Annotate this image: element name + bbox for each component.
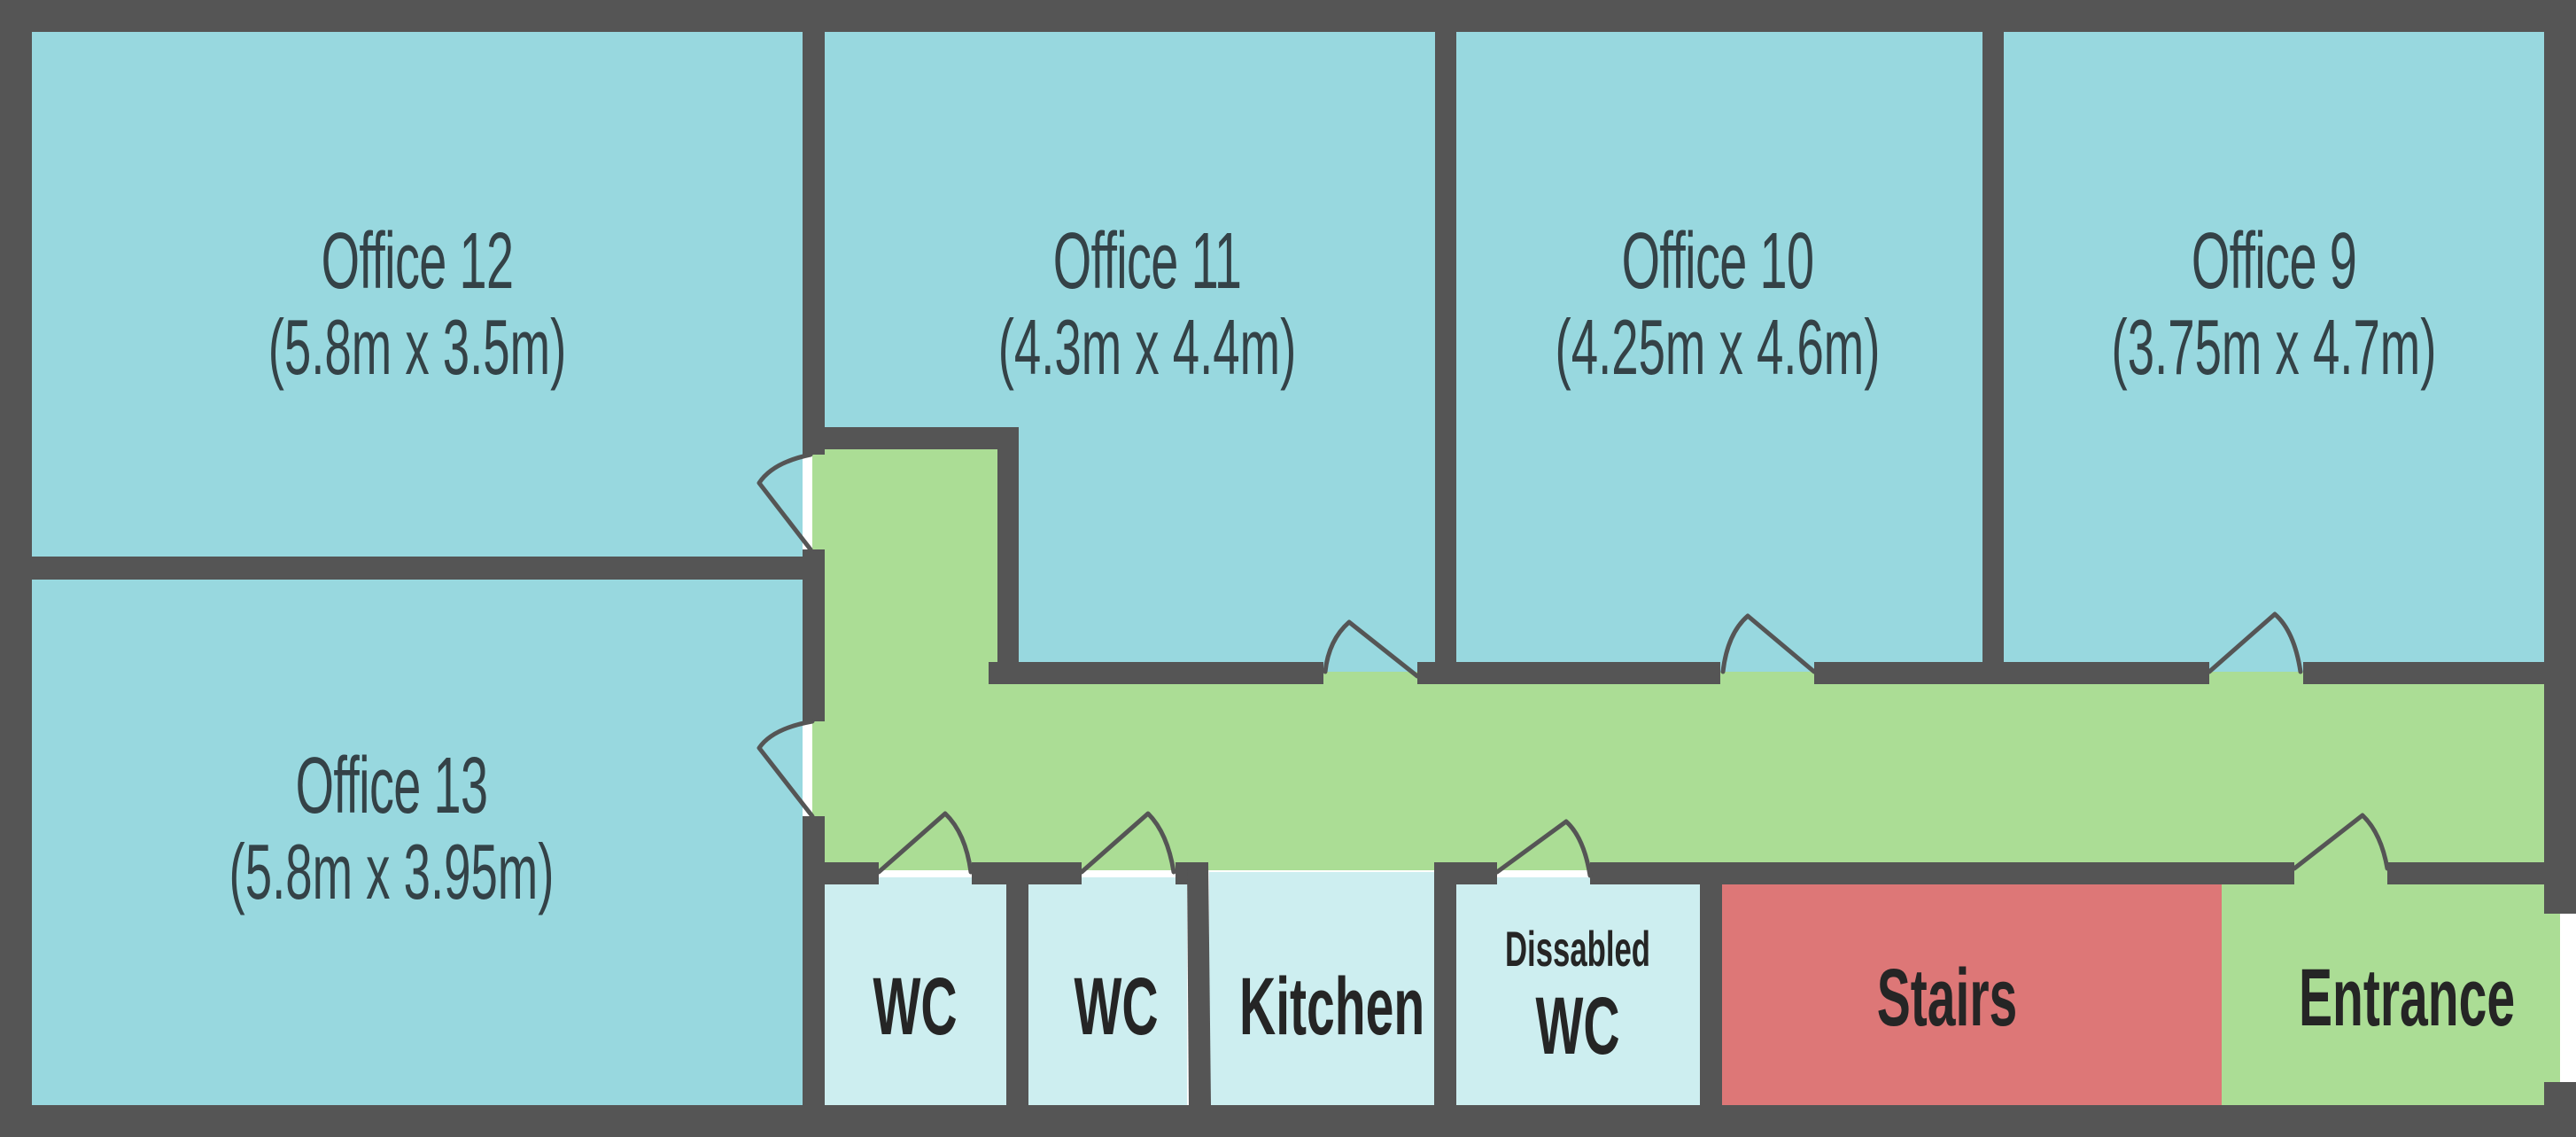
wall-office11-10 [1435,32,1456,684]
stairs[interactable] [1722,884,2222,1105]
wall-office12-right-upper [803,32,825,455]
outer-wall-right-upper [2544,0,2576,914]
door-wc1[interactable] [876,811,974,875]
office-11-title: Office 11 [1052,217,1242,306]
office-13[interactable] [32,580,803,1105]
wall-office12-13-right-mid [803,549,825,721]
office-9-dims: (3.75m x 4.7m) [2111,303,2437,391]
wall-corridor-right [997,427,1019,684]
door-office9[interactable] [2207,611,2303,674]
wall-disabled-stairs [1700,862,1722,1105]
disabled-wc-label-line2: WC [1535,981,1620,1071]
wall-wc1-wc2 [1006,862,1028,1105]
office-10-dims: (4.25m x 4.6m) [1555,303,1881,391]
wc-2-label: WC [1074,962,1159,1052]
wall-office10-9-bottom [1814,662,2209,684]
door-office10[interactable] [1720,613,1817,674]
entrance-label: Entrance [2298,953,2516,1043]
office-12-title: Office 12 [321,217,514,306]
office-9-title: Office 9 [2191,217,2357,306]
wall-wc1-top-left [825,862,879,884]
wall-office9-bottom [2303,662,2544,684]
entrance[interactable] [2222,868,2560,1105]
outer-wall-right-lower [2544,1082,2576,1137]
office-9[interactable] [2004,32,2544,672]
wall-office12-13 [32,557,825,580]
wall-office10-9 [1982,32,2004,684]
office-11-dims: (4.3m x 4.4m) [997,303,1297,391]
wall-kitchen-disabled [1434,862,1456,1105]
kitchen[interactable] [1209,872,1434,1105]
door-office13[interactable] [757,719,815,819]
wc-1[interactable] [825,877,1006,1105]
wc-2[interactable] [1028,877,1187,1105]
outer-wall-bottom [0,1105,2576,1137]
wall-disabled-stairs-top [1590,862,2294,884]
door-disabled-wc[interactable] [1494,819,1593,878]
wall-office11-bottom [989,662,1323,684]
door-entrance[interactable] [2292,813,2390,871]
office-13-title: Office 13 [295,742,488,830]
wc-1-label: WC [873,962,958,1052]
door-wc2[interactable] [1079,811,1176,875]
wall-corridor-top [825,427,1019,449]
office-12-dims: (5.8m x 3.5m) [268,303,567,391]
door-office12[interactable] [757,452,813,552]
disabled-wc-label-line1: Dissabled [1504,921,1651,977]
office-13-dims: (5.8m x 3.95m) [229,828,555,915]
corridor-horizontal [812,672,2544,870]
outer-wall-top [0,0,2576,32]
disabled-wc[interactable] [1456,877,1700,1105]
stairs-label: Stairs [1876,953,2018,1043]
office-12[interactable] [32,32,803,557]
wall-office13-right-lower [803,816,825,1105]
door-office11[interactable] [1323,619,1420,679]
office-10-title: Office 10 [1621,217,1814,306]
office-10[interactable] [1456,32,1982,672]
wall-entrance-top-right [2387,862,2544,884]
kitchen-label: Kitchen [1239,962,1425,1052]
wall-wc2-kitchen [1187,862,1211,1105]
wall-office11-10-bottom [1417,662,1720,684]
outer-wall-left [0,0,32,1137]
